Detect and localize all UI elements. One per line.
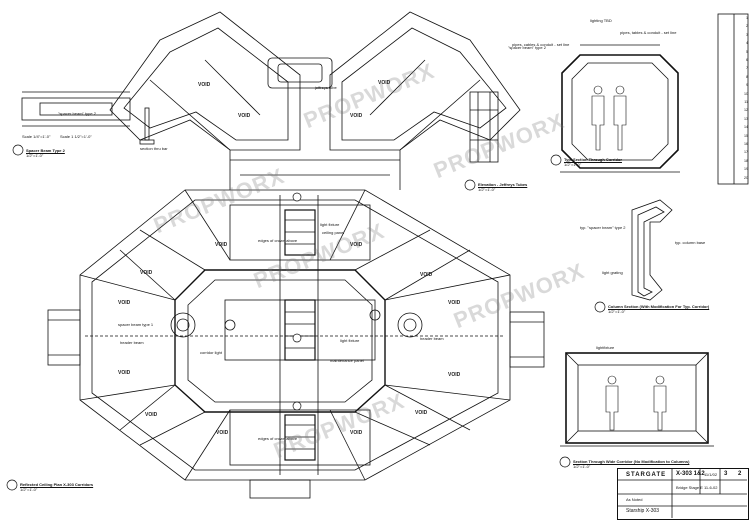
column-section: [631, 199, 673, 301]
caption-spacer-beam: Spacer Beam Type 2 1/2"=1'-0": [26, 148, 65, 158]
note-ceiling-panel: ceiling panel: [322, 230, 345, 235]
note-spacer-beam-2: "spacer beam" type 2: [508, 45, 546, 50]
title-date: 11/1/02: [704, 472, 718, 477]
revision-row: 17: [744, 150, 748, 155]
scale-b: Scale 1 1/2"=1'-0": [60, 134, 92, 139]
note-header-beam-2: header beam: [420, 336, 444, 341]
revision-row: 5: [746, 49, 748, 54]
note-maintenance-panel: maintenance panel: [330, 358, 364, 363]
note-spacer-beam-type1: spacer beam type 1: [118, 322, 154, 327]
title-drawing-no: X-303 1&2: [676, 471, 705, 477]
revision-row: 20: [744, 175, 748, 180]
note-light-grating: light grating: [602, 270, 623, 275]
plan-inner-octagon: [91, 199, 499, 471]
corridor-section: [561, 54, 679, 169]
revision-row: 13: [744, 116, 748, 121]
void-label: VOID: [350, 113, 363, 119]
caption-scale: 1/2"=1'-0": [478, 187, 496, 192]
revision-row: 15: [744, 133, 748, 138]
caption-column-section: Column Section (With Modification For Ty…: [608, 304, 709, 314]
title-block: STARGATE X-303 1&2 11/1/02 3 2 Bridge St…: [617, 468, 749, 520]
void-label: VOID: [420, 272, 433, 278]
void-label: VOID: [118, 300, 131, 306]
caption-title: Section Through Wide Corridor (No Modifi…: [573, 459, 690, 464]
void-label: VOID: [140, 270, 153, 276]
revision-row: 7: [746, 66, 748, 71]
upper-left-arm: [109, 11, 301, 151]
void-label: VOID: [448, 300, 461, 306]
title-sheet: 3: [724, 471, 728, 477]
void-label: VOID: [118, 370, 131, 376]
revision-row: 14: [744, 125, 748, 130]
note-jeffreys-tube: jeffreys tube: [315, 85, 337, 90]
title-subtitle: Bridge Stage E: [676, 485, 703, 490]
void-label: VOID: [238, 113, 251, 119]
void-label: VOID: [350, 430, 363, 436]
void-label: VOID: [216, 430, 229, 436]
caption-title: Spacer Beam Type 2: [26, 148, 65, 153]
note-section-bar: section thru bar: [140, 146, 168, 151]
caption-corridor-section: Typ. Section Through Corridor 1/2"=1'-0": [564, 157, 622, 167]
void-label: VOID: [415, 410, 428, 416]
note-lighting-tbd: lighting TBD: [590, 18, 612, 23]
revision-row: 3: [746, 32, 748, 37]
revision-row: 19: [744, 167, 748, 172]
note-corridor-light: corridor light: [200, 350, 223, 355]
caption-scale: 1/2"=1'-0": [564, 162, 582, 167]
jeffreys-tube-elevation: [469, 91, 499, 163]
caption-scale: 1/2"=1'-0": [608, 309, 626, 314]
caption-title: Typ. Section Through Corridor: [564, 157, 622, 162]
title-project: Starship X-303: [626, 508, 660, 514]
title-scale: As Noted: [626, 497, 643, 502]
wide-corridor-section: [565, 352, 709, 444]
note-edges-of-crown-2: edges of crown above: [258, 436, 298, 441]
caption-scale: 1/2"=1'-0": [20, 487, 38, 492]
note-column-base: typ. column base: [675, 240, 706, 245]
void-label: VOID: [198, 82, 211, 88]
title-rev: 11-6-02: [704, 485, 718, 490]
spacer-beam-detail: [21, 97, 131, 121]
void-label: VOID: [215, 242, 228, 248]
revision-row: 8: [746, 74, 748, 79]
note-lightfixture-wide: lightfixture: [596, 345, 615, 350]
caption-title: Column Section (With Modification For Ty…: [608, 304, 710, 309]
caption-scale: 1/2"=1'-0": [573, 464, 591, 469]
note-slanted-beam: typ. "spacer beam" type 2: [580, 225, 626, 230]
note-spacer-beam-detail: "spacer beam" type 2: [58, 111, 96, 116]
revision-row: 9: [746, 83, 748, 88]
scale-a: Scale 1/4"=1'-0": [22, 134, 51, 139]
revision-row: 4: [746, 41, 748, 46]
note-light-fixture: light fixture: [320, 222, 340, 227]
revision-row: 1: [746, 16, 748, 20]
revision-row: 2: [746, 24, 748, 29]
revision-row: 18: [744, 158, 748, 163]
caption-plan: Reflected Ceiling Plan X-303 Corridors 1…: [20, 482, 93, 492]
revision-row: 10: [744, 91, 748, 96]
note-edges-of-crown: edges of crown above: [258, 238, 298, 243]
note-pipes-cables: pipes, cables & conduit - set line: [512, 42, 570, 47]
revision-row: 16: [744, 142, 748, 146]
caption-title: Reflected Ceiling Plan X-303 Corridors: [20, 482, 94, 487]
revision-row: 11: [744, 100, 748, 104]
caption-title: Elevation - Jeffreys Tubes: [478, 182, 528, 187]
revision-row: 6: [746, 58, 748, 62]
title-brand: STARGATE: [626, 472, 667, 478]
caption-wide-corridor: Section Through Wide Corridor (No Modifi…: [573, 459, 689, 469]
void-label: VOID: [378, 80, 391, 86]
void-label: VOID: [145, 412, 158, 418]
caption-jeffreys: Elevation - Jeffreys Tubes 1/2"=1'-0": [478, 182, 527, 192]
note-pipes-tables: pipes, tables & conduit - set line: [620, 30, 677, 35]
note-light-fixture-2: light fixture: [340, 338, 360, 343]
revision-row: 12: [744, 108, 748, 113]
note-header-beam: header beam: [120, 340, 144, 345]
title-of: 2: [738, 471, 742, 477]
void-label: VOID: [448, 372, 461, 378]
caption-scale: 1/2"=1'-0": [26, 153, 44, 158]
void-label: VOID: [350, 242, 363, 248]
